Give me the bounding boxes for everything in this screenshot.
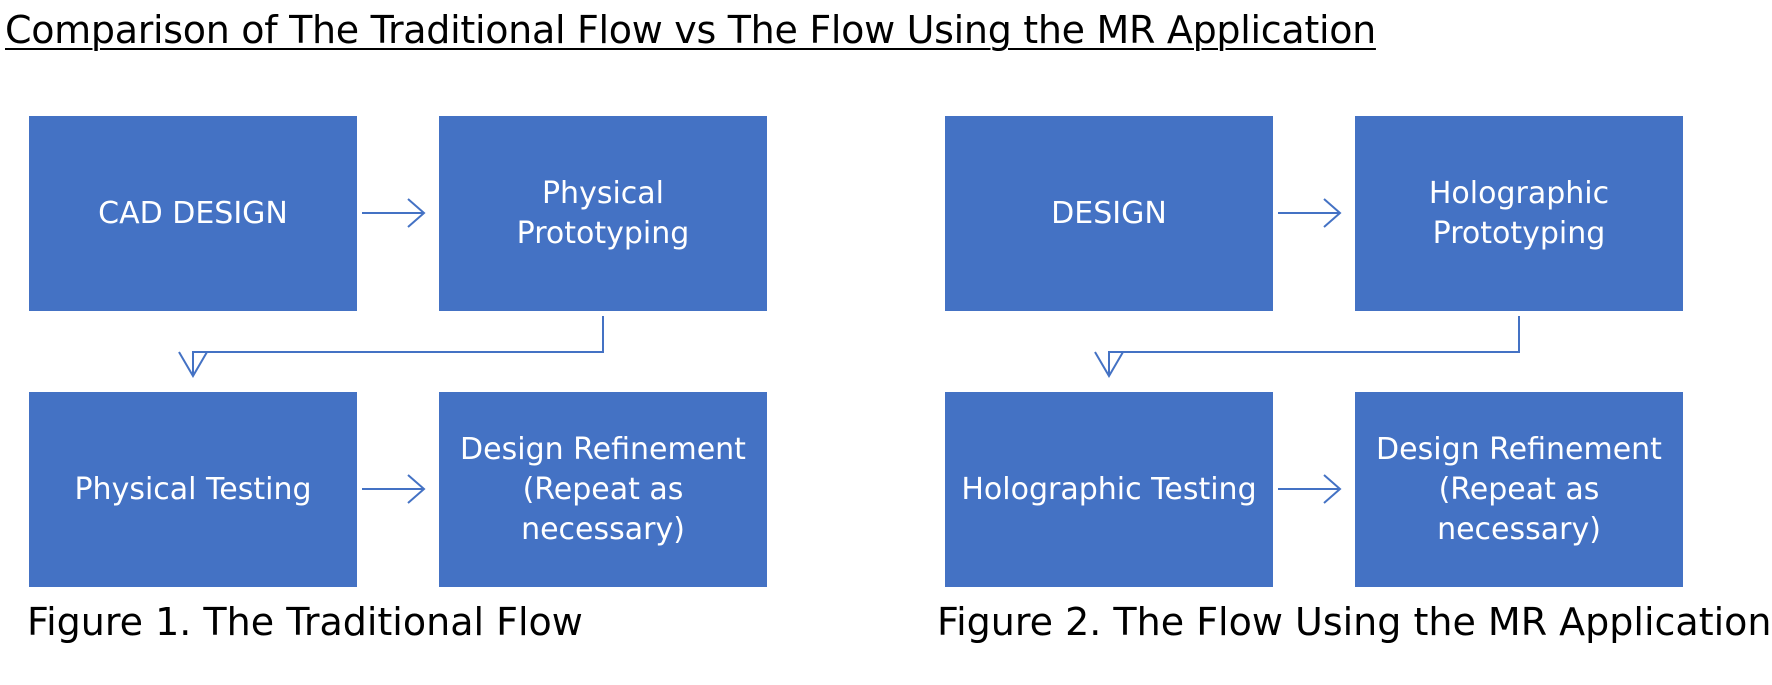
arrow-testing-to-refinement: [362, 474, 426, 504]
flow1-physical-prototyping-box: Physical Prototyping: [439, 116, 767, 311]
arrow-holo-prototyping-to-holo-testing: [1094, 316, 1520, 378]
flow-arrows: [178, 198, 1520, 504]
page-title: Comparison of The Traditional Flow vs Th…: [5, 8, 1376, 52]
figure2-caption: Figure 2. The Flow Using the MR Applicat…: [937, 600, 1772, 644]
arrow-prototyping-to-testing: [178, 316, 604, 378]
flow2-holographic-testing-box: Holographic Testing: [945, 392, 1273, 587]
flow1-cad-design-box: CAD DESIGN: [29, 116, 357, 311]
figure1-caption: Figure 1. The Traditional Flow: [27, 600, 583, 644]
flow1-physical-testing-box: Physical Testing: [29, 392, 357, 587]
arrow-holo-testing-to-refinement: [1278, 474, 1342, 504]
flow2-design-refinement-box: Design Refinement (Repeat as necessary): [1355, 392, 1683, 587]
arrow-cad-to-prototyping: [362, 198, 426, 228]
flow2-holographic-prototyping-box: Holographic Prototyping: [1355, 116, 1683, 311]
flow1-design-refinement-box: Design Refinement (Repeat as necessary): [439, 392, 767, 587]
flow2-design-box: DESIGN: [945, 116, 1273, 311]
arrow-design-to-holo-prototyping: [1278, 198, 1342, 228]
